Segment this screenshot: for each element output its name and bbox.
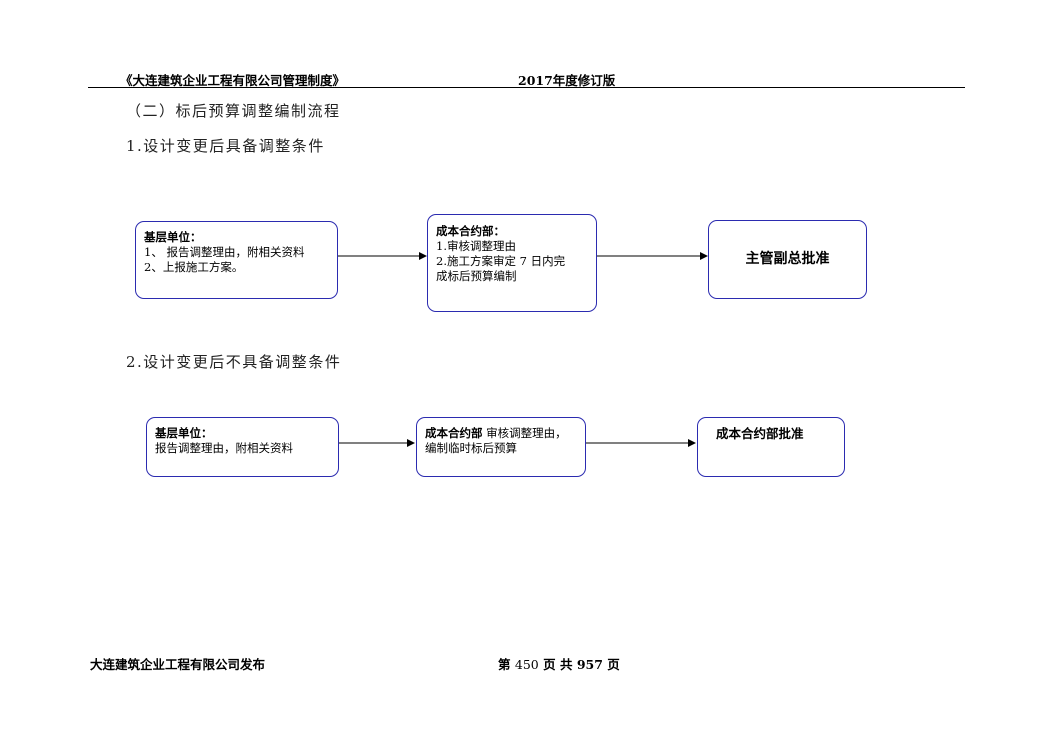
box-line: 编制临时标后预算 xyxy=(425,441,517,455)
header-edition: 2017年度修订版 xyxy=(518,73,616,88)
box-heading: 基层单位： xyxy=(144,230,202,244)
flow-box-cost-dept-approval: 成本合约部批准 xyxy=(697,417,845,477)
part1-title: 1.设计变更后具备调整条件 xyxy=(126,137,325,155)
box-inline: 审核调整理由， xyxy=(482,426,567,440)
part2-title: 2.设计变更后不具备调整条件 xyxy=(126,353,342,371)
box-line: 成标后预算编制 xyxy=(436,269,517,283)
box-text: 成本合约部批准 xyxy=(716,426,804,441)
box-text: 主管副总批准 xyxy=(745,251,830,267)
box-heading: 基层单位： xyxy=(155,426,213,440)
box-line: 报告调整理由，附相关资料 xyxy=(155,441,293,455)
header-title: 《大连建筑企业工程有限公司管理制度》 xyxy=(120,73,346,88)
section-title: （二）标后预算调整编制流程 xyxy=(126,102,341,120)
page-number: 450 xyxy=(514,657,539,672)
box-line: 1、 报告调整理由，附相关资料 xyxy=(144,245,305,259)
header-rule xyxy=(88,87,965,88)
flow-box-grassroots-unit-2: 基层单位： 报告调整理由，附相关资料 xyxy=(146,417,339,477)
flow-box-grassroots-unit-1: 基层单位： 1、 报告调整理由，附相关资料 2、上报施工方案。 xyxy=(135,221,338,299)
flow-box-cost-contract-dept-1: 成本合约部： 1.审核调整理由 2.施工方案审定 7 日内完 成标后预算编制 xyxy=(427,214,597,312)
box-heading: 成本合约部 xyxy=(425,426,483,440)
footer-page-info: 第 450 页 共 957 页 xyxy=(498,657,620,672)
flow-box-vp-approval: 主管副总批准 xyxy=(708,220,867,299)
box-line: 2.施工方案审定 7 日内完 xyxy=(436,254,566,268)
box-heading: 成本合约部： xyxy=(436,224,505,238)
page-total: 957 xyxy=(576,657,603,672)
box-line: 1.审核调整理由 xyxy=(436,239,516,253)
flow-box-cost-contract-dept-2: 成本合约部 审核调整理由， 编制临时标后预算 xyxy=(416,417,586,477)
footer-publisher: 大连建筑企业工程有限公司发布 xyxy=(90,657,266,672)
box-line: 2、上报施工方案。 xyxy=(144,260,244,274)
